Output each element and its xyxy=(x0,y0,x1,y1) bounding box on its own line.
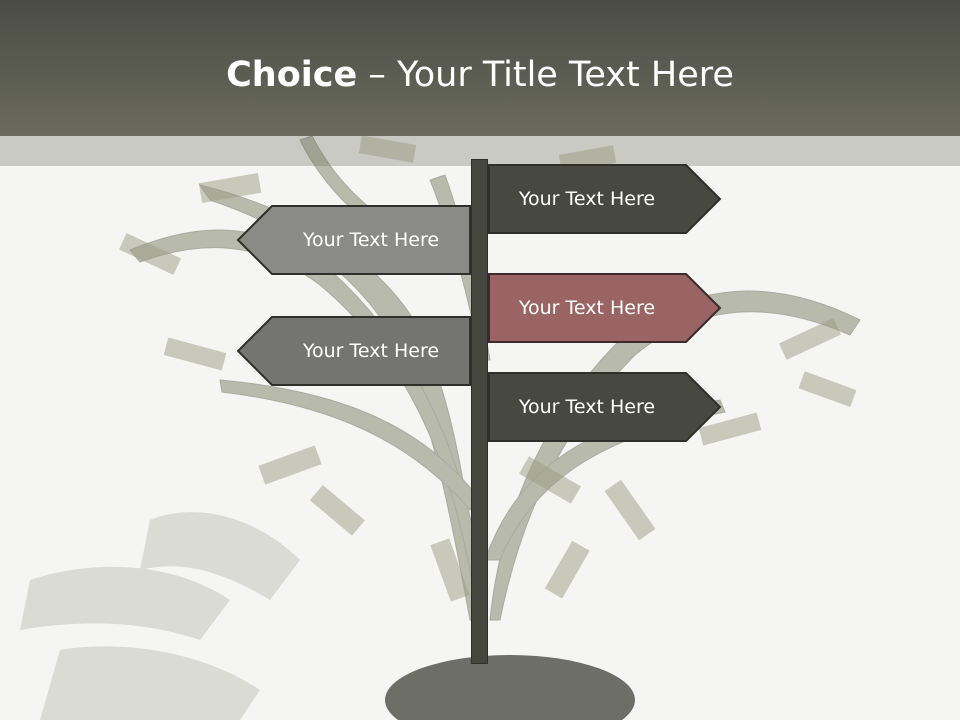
title-bar xyxy=(0,0,960,136)
slide-title-rest: – Your Title Text Here xyxy=(357,55,734,95)
sign-left-2[interactable]: Your Text Here xyxy=(236,316,471,386)
sign-label: Your Text Here xyxy=(302,340,440,362)
sign-arrow-right-shape xyxy=(488,273,722,343)
sign-left-1[interactable]: Your Text Here xyxy=(236,205,471,275)
sign-right-2[interactable]: Your Text Here xyxy=(488,273,722,343)
sign-arrow-left-shape xyxy=(236,205,471,275)
sign-arrow-right-shape xyxy=(488,372,722,442)
sign-label: Your Text Here xyxy=(518,297,656,319)
slide-title-bold: Choice xyxy=(226,55,358,95)
sign-arrow-left-shape xyxy=(236,316,471,386)
sign-right-1[interactable]: Your Text Here xyxy=(488,164,722,234)
signpost-pole xyxy=(471,159,488,664)
sign-label: Your Text Here xyxy=(302,229,440,251)
sign-right-3[interactable]: Your Text Here xyxy=(488,372,722,442)
slide-title: Choice – Your Title Text Here xyxy=(0,52,960,98)
sign-label: Your Text Here xyxy=(518,188,656,210)
sign-arrow-right-shape xyxy=(488,164,722,234)
sign-label: Your Text Here xyxy=(518,396,656,418)
